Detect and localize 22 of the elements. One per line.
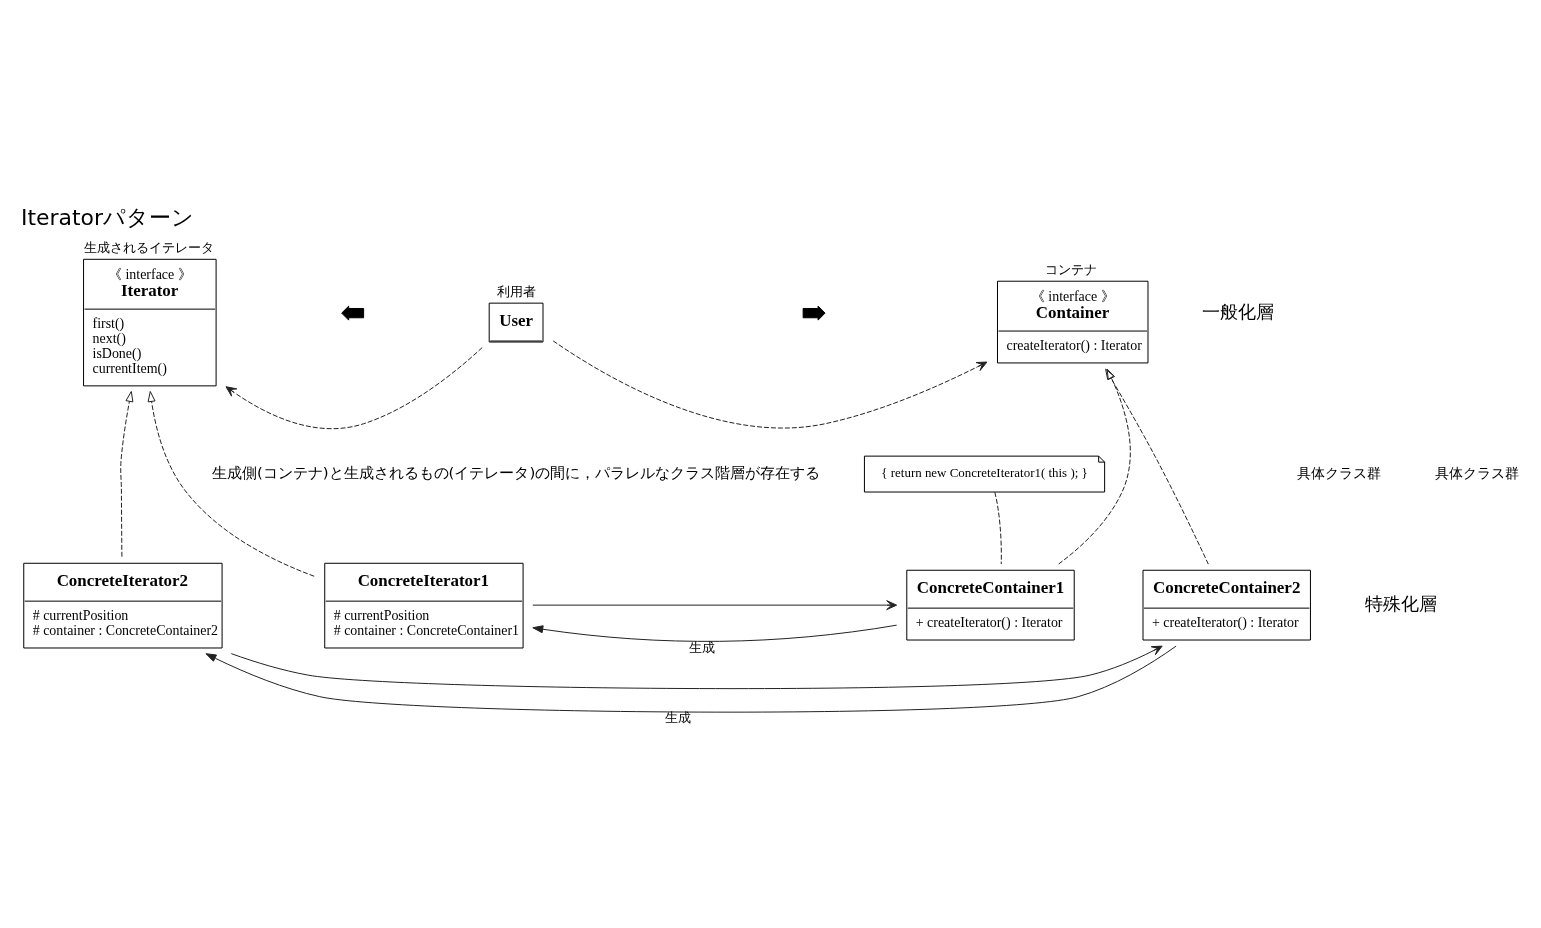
arrow <box>147 390 315 577</box>
arrow <box>225 346 483 429</box>
arrow <box>552 339 988 428</box>
node-label: 生成されるイテレータ <box>83 239 214 255</box>
label: 具体クラス群 <box>1434 464 1519 481</box>
arrow <box>1058 368 1131 565</box>
arrow <box>205 645 1177 713</box>
arrow <box>120 390 134 557</box>
edge-label: 生成 <box>688 639 715 655</box>
edge-label: 生成 <box>665 709 692 725</box>
arrow <box>532 599 898 610</box>
arrow <box>230 645 1163 689</box>
label: 生成側(コンテナ)と生成されるもの(イテレータ)の間に，パラレルなクラス階層が存在する <box>211 463 821 482</box>
connector <box>994 491 1002 564</box>
arrow <box>532 624 898 642</box>
node-label: 利用者 <box>496 283 536 299</box>
label: 具体クラス群 <box>1297 464 1382 481</box>
diagram-title: Iteratorパターン <box>20 204 194 230</box>
label: 一般化層 <box>1201 300 1274 321</box>
arrow <box>1105 368 1209 565</box>
label: 特殊化層 <box>1365 592 1438 614</box>
node-label: コンテナ <box>1045 261 1098 277</box>
